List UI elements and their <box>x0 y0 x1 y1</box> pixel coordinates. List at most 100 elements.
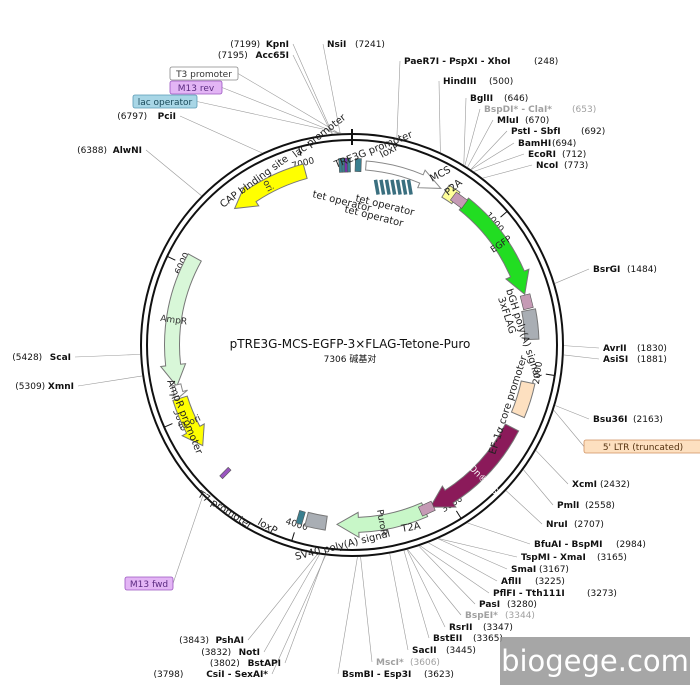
boxed-label-text: lac operator <box>138 98 193 108</box>
boxed-label-text: M13 fwd <box>130 580 168 590</box>
site-leader-line <box>482 164 533 179</box>
restriction-site-position: (248) <box>534 57 558 67</box>
restriction-site-name: BsrGI <box>593 265 620 275</box>
restriction-site-name: BsmBI - Esp3I <box>342 670 411 680</box>
restriction-site-name: PshAI <box>215 636 244 646</box>
site-leader-line <box>554 268 590 284</box>
restriction-site-name: PciI <box>158 112 176 122</box>
boxed-label-text: M13 rev <box>178 84 215 94</box>
site-leader-line <box>438 538 518 558</box>
restriction-site-position: (2558) <box>585 501 615 511</box>
site-leader-line <box>463 97 467 165</box>
restriction-site-position: (5428) <box>12 353 42 363</box>
restriction-site-name: BspEI* <box>465 611 498 621</box>
restriction-site-position: (692) <box>581 127 605 137</box>
p2a-marker <box>449 191 468 209</box>
site-leader-line <box>360 556 373 663</box>
restriction-site-name: Acc65I <box>255 51 289 61</box>
site-leader-line <box>77 375 143 387</box>
boxed-label-background <box>583 439 700 454</box>
restriction-site-position: (3623) <box>424 670 454 680</box>
site-leader-line <box>263 554 320 653</box>
tre3g-promoter-arrow <box>365 160 442 189</box>
restriction-site-position: (3832) <box>201 648 231 658</box>
site-leader-line <box>470 130 508 170</box>
restriction-site-name: PflFI - Tth111I <box>493 589 565 599</box>
restriction-site-position: (6388) <box>77 146 107 156</box>
ampr-promoter-arrow <box>169 383 188 398</box>
restriction-site-position: (3165) <box>597 553 627 563</box>
site-leader-line <box>145 149 202 196</box>
restriction-site-name: TspMI - XmaI <box>521 553 586 563</box>
mcs-box <box>441 184 461 205</box>
boxed-label-leader <box>196 101 342 134</box>
boxed-label-background <box>132 94 198 109</box>
restriction-site-name: Bsu36I <box>593 415 628 425</box>
site-leader-line <box>396 60 401 138</box>
restriction-site-position: (6797) <box>117 112 147 122</box>
restriction-site-position: (2707) <box>574 520 604 530</box>
restriction-site-name: BspDI* - ClaI* <box>484 105 552 115</box>
site-leader-line <box>523 469 554 506</box>
boxed-label-leader <box>553 410 585 447</box>
site-leader-line <box>467 522 531 545</box>
site-leader-line <box>505 490 543 525</box>
restriction-site-position: (653) <box>572 105 596 115</box>
restriction-site-position: (3843) <box>179 636 209 646</box>
loxp-marker-1 <box>354 158 362 173</box>
tet-on-3g-arrow <box>429 423 520 508</box>
restriction-site-name: NcoI <box>536 161 558 171</box>
feature-label: lac promoter <box>291 112 349 161</box>
restriction-site-position: (7241) <box>355 40 385 50</box>
restriction-site-name: PaeR7I - PspXI - XhoI <box>404 57 510 67</box>
site-leader-line <box>438 80 441 153</box>
site-leader-line <box>418 545 476 605</box>
restriction-site-name: EcoRI <box>528 150 556 160</box>
loxp-marker-2 <box>295 510 306 525</box>
site-leader-line <box>428 542 498 582</box>
tet-operator-marker <box>373 179 380 195</box>
f1-ori-arrow <box>172 395 205 447</box>
restriction-site-name: AflII <box>501 577 521 587</box>
restriction-site-name: AlwNI <box>113 146 142 156</box>
restriction-site-name: BfuAI - BspMI <box>534 540 602 550</box>
tick-mark <box>455 510 462 519</box>
tick-label: 2000 <box>532 361 545 385</box>
restriction-site-name: AsiSI <box>603 355 628 365</box>
leaders-layer <box>74 43 600 675</box>
restriction-site-name: MscI* <box>376 658 404 668</box>
boxed-label-background <box>124 576 174 591</box>
restriction-site-position: (3606) <box>410 658 440 668</box>
boxed-label-leader <box>221 87 339 134</box>
restriction-site-position: (7195) <box>218 51 248 61</box>
3xflag-marker <box>519 293 534 311</box>
puror-inner-label: PuroR <box>374 509 388 537</box>
restriction-site-name: SmaI <box>511 565 536 575</box>
restriction-site-name: PstI - SbfI <box>511 127 561 137</box>
restriction-site-position: (7199) <box>230 40 260 50</box>
restriction-site-position: (3280) <box>507 600 537 610</box>
site-leader-line <box>563 354 600 360</box>
site-leader-line <box>419 545 490 594</box>
restriction-site-name: BstEII <box>433 634 462 644</box>
site-leader-line <box>179 115 263 154</box>
restriction-site-name: NsiI <box>327 40 346 50</box>
text-layer: pTRE3G-MCS-EGFP-3×FLAG-Tetone-Puro 7306 … <box>12 40 700 680</box>
site-leader-line <box>247 553 318 641</box>
tet-operator-marker <box>406 179 413 195</box>
restriction-site-position: (3344) <box>505 611 535 621</box>
restriction-site-position: (1484) <box>627 265 657 275</box>
ef-1a-core-promoter-box <box>510 380 536 419</box>
restriction-site-position: (1830) <box>637 344 667 354</box>
restriction-site-position: (500) <box>489 77 513 87</box>
boxed-label-text: T3 promoter <box>175 70 232 80</box>
restriction-site-position: (3798) <box>153 670 183 680</box>
tet-operator-marker <box>401 179 408 195</box>
feature-label: T7 promoter <box>195 489 255 532</box>
tick-mark <box>166 255 176 261</box>
puror-arrow <box>336 502 429 539</box>
site-leader-line <box>473 153 525 172</box>
restriction-site-position: (3802) <box>210 659 240 669</box>
restriction-site-position: (5309) <box>15 382 45 392</box>
